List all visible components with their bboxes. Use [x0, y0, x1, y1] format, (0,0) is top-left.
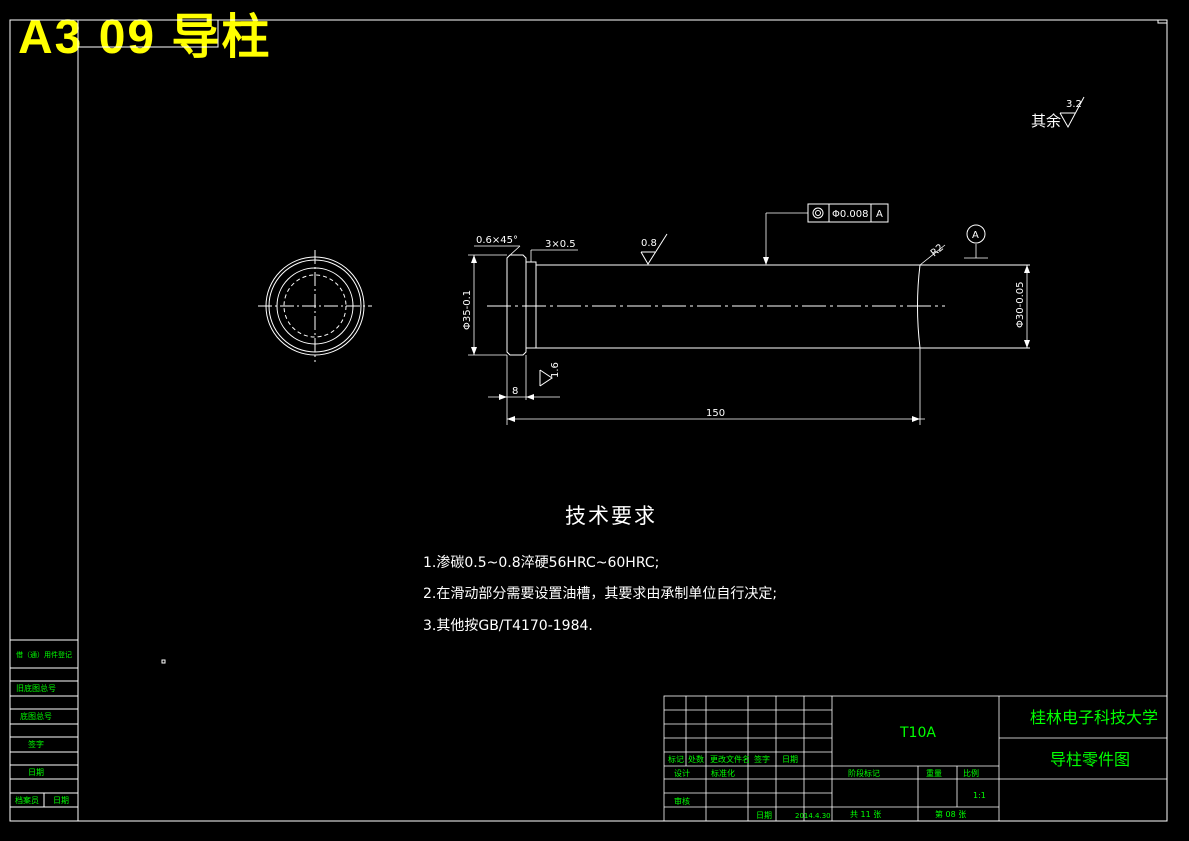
- panel-label-sign: 签字: [28, 739, 44, 749]
- outer-frame: [9, 19, 1168, 822]
- end-view: [258, 250, 372, 362]
- design-label: 设计: [674, 768, 690, 778]
- tolerance-datum-label: A: [876, 209, 883, 220]
- corner-mark: [1157, 19, 1168, 24]
- radius-label: R2: [929, 242, 946, 259]
- panel-label-base-number: 底图总号: [20, 711, 52, 721]
- title-block-grid: [663, 695, 1168, 822]
- scale-title-label: 比例: [963, 768, 979, 778]
- standardization-label: 标准化: [711, 768, 735, 778]
- diameter-right-label: Φ30-0.05: [1015, 282, 1026, 328]
- surface-note-prefix: 其余: [1031, 112, 1061, 130]
- panel-label-old-number: 旧底图总号: [16, 683, 56, 693]
- sheets-total-label: 共 11 张: [850, 810, 881, 819]
- roughness-top-label: 0.8: [641, 238, 657, 249]
- requirement-item: 3.其他按GB/T4170-1984.: [423, 618, 593, 634]
- drawing-name-label: 导柱零件图: [1050, 750, 1130, 769]
- drawing-title: A3 09 导柱: [18, 11, 272, 64]
- flange-length-label: 8: [512, 386, 518, 397]
- small-dot: [161, 659, 166, 664]
- groove-label: 3×0.5: [545, 239, 576, 250]
- roughness-symbols: [539, 96, 1085, 387]
- date-label: 日期: [756, 811, 772, 820]
- school-label: 桂林电子科技大学: [1030, 708, 1158, 727]
- sheet-number-label: 第 08 张: [935, 809, 966, 819]
- code-box: [77, 19, 219, 48]
- dimension-lines: [468, 212, 1028, 425]
- requirements-title: 技术要求: [565, 504, 657, 528]
- datum-label: A: [972, 230, 979, 241]
- diameter-left-label: Φ35-0.1: [462, 290, 473, 330]
- tolerance-frame: [807, 203, 986, 244]
- weight-label: 重量: [926, 768, 942, 778]
- row-label-date: 日期: [782, 755, 798, 764]
- surface-note-value: 3.2: [1066, 99, 1082, 110]
- tolerance-value-label: Φ0.008: [832, 209, 869, 220]
- panel-label-borrowed: 借（通）用件登记: [16, 650, 72, 659]
- row-label-count: 处数: [688, 754, 704, 764]
- check-label: 审核: [674, 796, 690, 806]
- panel-label-archivist: 档案员: [15, 795, 39, 805]
- side-view: [487, 254, 1030, 356]
- scale-label: 1:1: [973, 791, 986, 800]
- date-value: 2014.4.30: [795, 812, 831, 820]
- row-label-change: 更改文件名: [710, 754, 750, 764]
- panel-label-date: 日期: [28, 768, 44, 777]
- panel-label-date2: 日期: [53, 796, 69, 805]
- chamfer-label: 0.6×45°: [476, 235, 518, 246]
- stage-label: 阶段标记: [848, 768, 880, 778]
- material-label: T10A: [899, 725, 936, 741]
- requirement-item: 1.渗碳0.5~0.8淬硬56HRC~60HRC;: [423, 555, 660, 571]
- requirement-item: 2.在滑动部分需要设置油槽，其要求由承制单位自行决定;: [423, 586, 778, 602]
- row-label-mark: 标记: [668, 754, 684, 764]
- roughness-bottom-label: 1.6: [550, 362, 561, 378]
- left-panel: [10, 639, 78, 808]
- row-label-sign: 签字: [754, 754, 770, 764]
- inner-frame: [77, 19, 1168, 822]
- total-length-label: 150: [706, 408, 725, 419]
